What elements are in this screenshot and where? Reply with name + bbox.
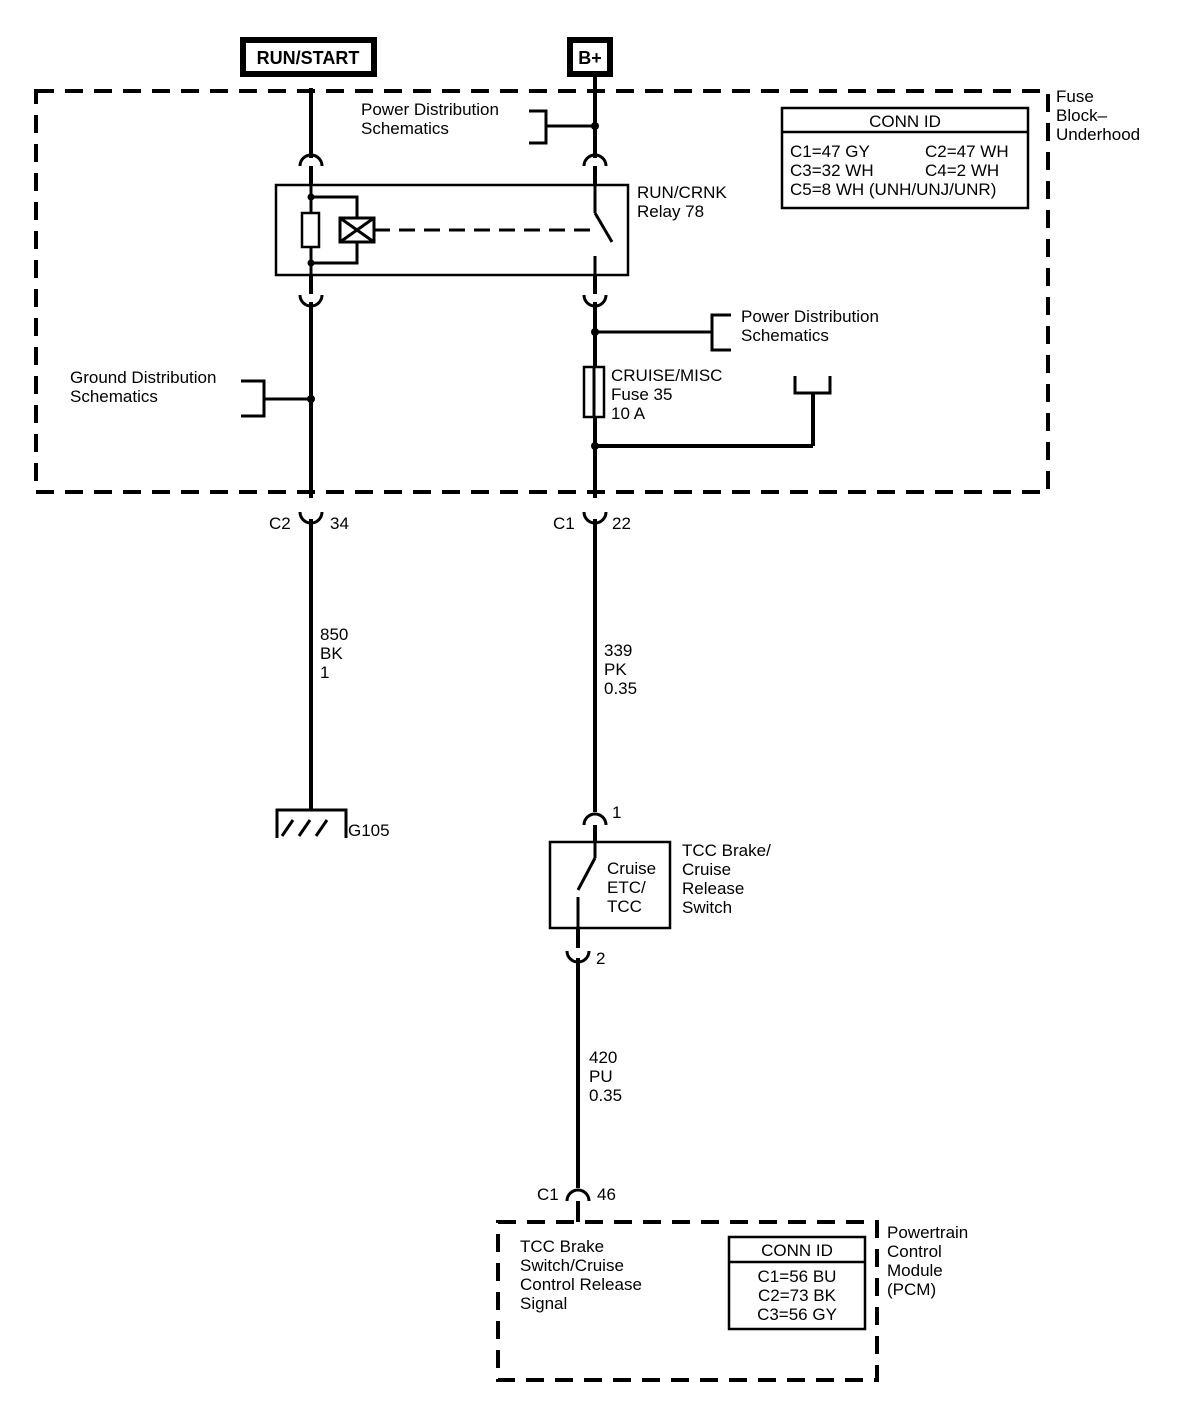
svg-text:Schematics: Schematics xyxy=(741,326,829,345)
cruise-misc-fuse: CRUISE/MISC Fuse 35 10 A xyxy=(582,365,722,423)
svg-text:CONN ID: CONN ID xyxy=(869,112,941,131)
svg-text:C2=73 BK: C2=73 BK xyxy=(758,1286,837,1305)
svg-text:BK: BK xyxy=(320,644,343,663)
pcm-signal-label: TCC Brake Switch/Cruise Control Release … xyxy=(520,1237,642,1313)
svg-text:ETC/: ETC/ xyxy=(607,878,646,897)
svg-text:C1: C1 xyxy=(537,1185,559,1204)
svg-text:Control: Control xyxy=(887,1242,942,1261)
svg-text:C2: C2 xyxy=(269,514,291,533)
svg-text:(PCM): (PCM) xyxy=(887,1280,936,1299)
svg-text:Underhood: Underhood xyxy=(1056,125,1140,144)
svg-text:420: 420 xyxy=(589,1048,617,1067)
svg-text:PK: PK xyxy=(604,660,627,679)
tcc-brake-cruise-release-switch: 1 Cruise ETC/ TCC 2 TCC Brake/ Cruise Re… xyxy=(548,803,771,968)
svg-text:Fuse: Fuse xyxy=(1056,87,1094,106)
run-crnk-relay: RUN/CRNK Relay 78 xyxy=(274,183,727,277)
svg-text:PU: PU xyxy=(589,1067,613,1086)
svg-text:Fuse 35: Fuse 35 xyxy=(611,385,672,404)
svg-text:339: 339 xyxy=(604,641,632,660)
svg-text:Block–: Block– xyxy=(1056,106,1108,125)
b-plus-label: B+ xyxy=(578,48,602,68)
svg-text:C1: C1 xyxy=(553,514,575,533)
svg-text:1: 1 xyxy=(320,663,329,682)
pcm-conn-id: CONN ID C1=56 BU C2=73 BK C3=56 GY xyxy=(727,1235,867,1331)
svg-text:Release: Release xyxy=(682,879,744,898)
wire-label-right: 339 PK 0.35 xyxy=(604,641,637,698)
svg-text:2: 2 xyxy=(596,949,605,968)
svg-text:C1=47 GY: C1=47 GY xyxy=(790,142,870,161)
ground-g105: G105 xyxy=(275,808,390,840)
power-distribution-bracket-top: Power Distribution Schematics xyxy=(361,100,599,145)
svg-text:1: 1 xyxy=(612,803,621,822)
svg-text:RUN/CRNK: RUN/CRNK xyxy=(637,183,727,202)
ground-distribution-bracket: Ground Distribution Schematics xyxy=(70,368,315,418)
svg-text:10 A: 10 A xyxy=(611,404,646,423)
svg-text:C5=8 WH (UNH/UNJ/UNR): C5=8 WH (UNH/UNJ/UNR) xyxy=(790,180,996,199)
run-start-source: RUN/START xyxy=(240,37,377,77)
svg-text:Ground Distribution: Ground Distribution xyxy=(70,368,216,387)
svg-text:0.35: 0.35 xyxy=(604,679,637,698)
pcm-name: Powertrain Control Module (PCM) xyxy=(887,1223,968,1299)
svg-text:Powertrain: Powertrain xyxy=(887,1223,968,1242)
svg-text:G105: G105 xyxy=(348,821,390,840)
right-circuit xyxy=(582,76,608,812)
pcm-outline xyxy=(496,1220,879,1382)
svg-text:0.35: 0.35 xyxy=(589,1086,622,1105)
svg-text:Cruise: Cruise xyxy=(682,860,731,879)
wire-label-left: 850 BK 1 xyxy=(320,625,348,682)
svg-text:CRUISE/MISC: CRUISE/MISC xyxy=(611,366,722,385)
fuse-block-conn-id: CONN ID C1=47 GY C2=47 WH C3=32 WH C4=2 … xyxy=(780,106,1030,210)
svg-text:46: 46 xyxy=(597,1185,616,1204)
svg-text:34: 34 xyxy=(330,514,349,533)
svg-text:C1=56 BU: C1=56 BU xyxy=(758,1267,837,1286)
svg-text:C3=56 GY: C3=56 GY xyxy=(757,1305,837,1324)
run-start-label: RUN/START xyxy=(257,48,360,68)
svg-text:TCC: TCC xyxy=(607,897,642,916)
svg-text:Switch: Switch xyxy=(682,898,732,917)
svg-text:Control Release: Control Release xyxy=(520,1275,642,1294)
svg-text:Power Distribution: Power Distribution xyxy=(741,307,879,326)
b-plus-source: B+ xyxy=(567,37,613,77)
svg-text:C2=47 WH: C2=47 WH xyxy=(925,142,1009,161)
svg-text:22: 22 xyxy=(612,514,631,533)
fuse-block-outline xyxy=(34,89,1050,494)
svg-text:Module: Module xyxy=(887,1261,943,1280)
svg-text:Relay 78: Relay 78 xyxy=(637,202,704,221)
svg-text:C3=32 WH: C3=32 WH xyxy=(790,161,874,180)
power-distribution-bracket-mid: Power Distribution Schematics xyxy=(591,307,879,352)
svg-text:850: 850 xyxy=(320,625,348,644)
fuse-block-name: Fuse Block– Underhood xyxy=(1056,87,1140,144)
svg-text:Power Distribution: Power Distribution xyxy=(361,100,499,119)
svg-text:Schematics: Schematics xyxy=(361,119,449,138)
connector-c2-34: C2 34 xyxy=(269,514,349,533)
svg-text:C4=2 WH: C4=2 WH xyxy=(925,161,999,180)
svg-text:TCC Brake/: TCC Brake/ xyxy=(682,841,771,860)
connector-c1-22: C1 22 xyxy=(553,514,631,533)
svg-text:Schematics: Schematics xyxy=(70,387,158,406)
svg-text:Signal: Signal xyxy=(520,1294,567,1313)
lower-circuit: 420 PU 0.35 C1 46 xyxy=(537,958,622,1222)
fuse-output-branch xyxy=(591,376,832,450)
svg-text:TCC Brake: TCC Brake xyxy=(520,1237,604,1256)
svg-text:Switch/Cruise: Switch/Cruise xyxy=(520,1256,624,1275)
svg-text:Cruise: Cruise xyxy=(607,859,656,878)
svg-text:CONN ID: CONN ID xyxy=(761,1241,833,1260)
